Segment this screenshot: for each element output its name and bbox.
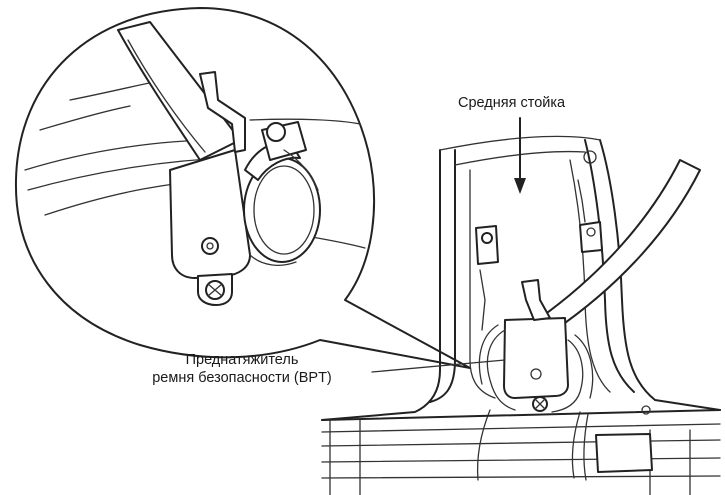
pillar-scene	[321, 117, 721, 495]
pretensioner-label-line2: ремня безопасности (BPT)	[152, 370, 332, 386]
pillar-arrow-head	[514, 178, 526, 194]
pretensioner-label: Преднатяжитель ремня безопасности (BPT)	[112, 351, 372, 387]
pretensioner-unit-detail	[169, 71, 321, 306]
pretensioner-pointer	[371, 359, 506, 373]
center-pillar-label: Средняя стойка	[458, 95, 566, 111]
pretensioner-label-line1: Преднатяжитель	[185, 352, 299, 368]
detail-bubble	[14, 7, 471, 369]
